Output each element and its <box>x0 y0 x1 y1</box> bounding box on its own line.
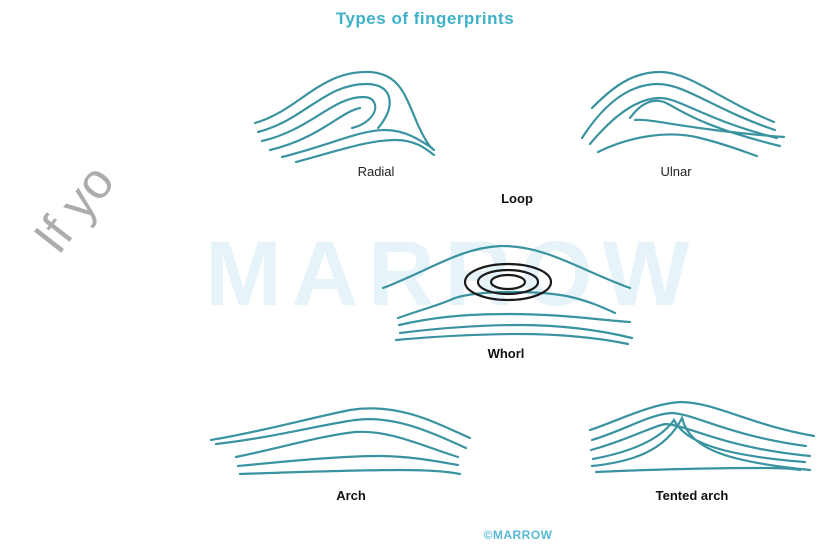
loop-label: Loop <box>501 191 533 206</box>
tented-arch-label: Tented arch <box>656 488 729 503</box>
radial-label: Radial <box>358 164 395 179</box>
ulnar-label: Ulnar <box>660 164 691 179</box>
whorl-core <box>465 264 551 300</box>
arch-label: Arch <box>336 488 366 503</box>
radial-loop-figure <box>255 72 434 162</box>
footer-logo-text: ©MARROW <box>484 528 553 542</box>
arch-figure <box>211 408 470 474</box>
tented-arch-figure <box>590 402 814 472</box>
ulnar-loop-figure <box>582 72 784 156</box>
whorl-label: Whorl <box>488 346 525 361</box>
